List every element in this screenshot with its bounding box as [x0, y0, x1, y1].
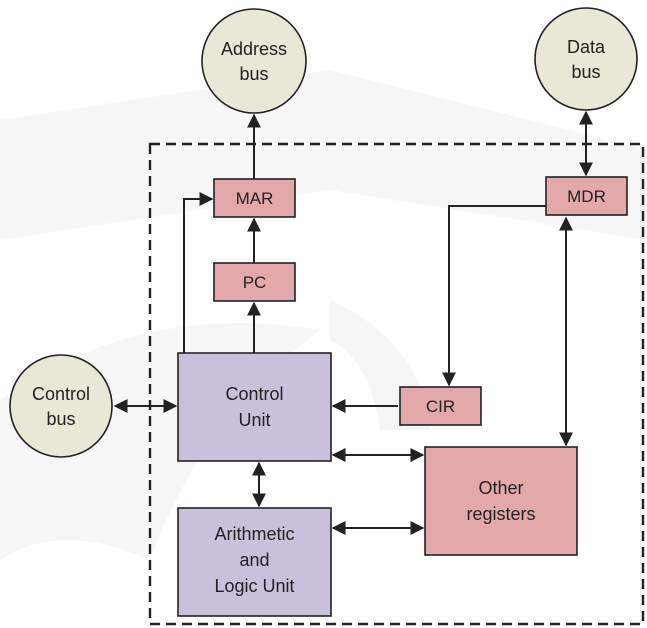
address-bus: Address bus: [201, 8, 307, 114]
svg-text:Logic Unit: Logic Unit: [214, 576, 294, 596]
svg-text:Arithmetic: Arithmetic: [214, 524, 294, 544]
other-registers: Other registers: [424, 446, 578, 556]
svg-text:Control: Control: [32, 384, 90, 404]
data-bus: Data bus: [534, 7, 638, 111]
svg-text:CIR: CIR: [426, 397, 455, 416]
arrow-mdr-to-cir: [442, 205, 546, 387]
control-bus: Control bus: [9, 354, 113, 458]
svg-text:Other: Other: [478, 478, 523, 498]
svg-text:bus: bus: [571, 62, 600, 82]
svg-text:Data: Data: [567, 37, 606, 57]
svg-text:bus: bus: [46, 409, 75, 429]
cir-register: CIR: [399, 386, 482, 426]
arithmetic-logic-unit: Arithmetic and Logic Unit: [177, 507, 332, 617]
svg-text:Control: Control: [225, 384, 283, 404]
mar-register: MAR: [213, 178, 296, 218]
svg-text:Address: Address: [221, 39, 287, 59]
cpu-boundary: [148, 142, 645, 626]
mdr-register: MDR: [545, 176, 628, 216]
pc-register: PC: [213, 262, 296, 302]
svg-text:and: and: [239, 550, 269, 570]
svg-text:registers: registers: [466, 504, 535, 524]
connectors: [113, 110, 593, 535]
svg-text:bus: bus: [239, 64, 268, 84]
svg-text:MAR: MAR: [236, 189, 274, 208]
svg-text:MDR: MDR: [567, 187, 606, 206]
arrow-control-unit-to-mar: [183, 192, 214, 353]
svg-text:PC: PC: [243, 273, 267, 292]
control-unit: Control Unit: [177, 352, 332, 462]
svg-text:Unit: Unit: [238, 410, 270, 430]
